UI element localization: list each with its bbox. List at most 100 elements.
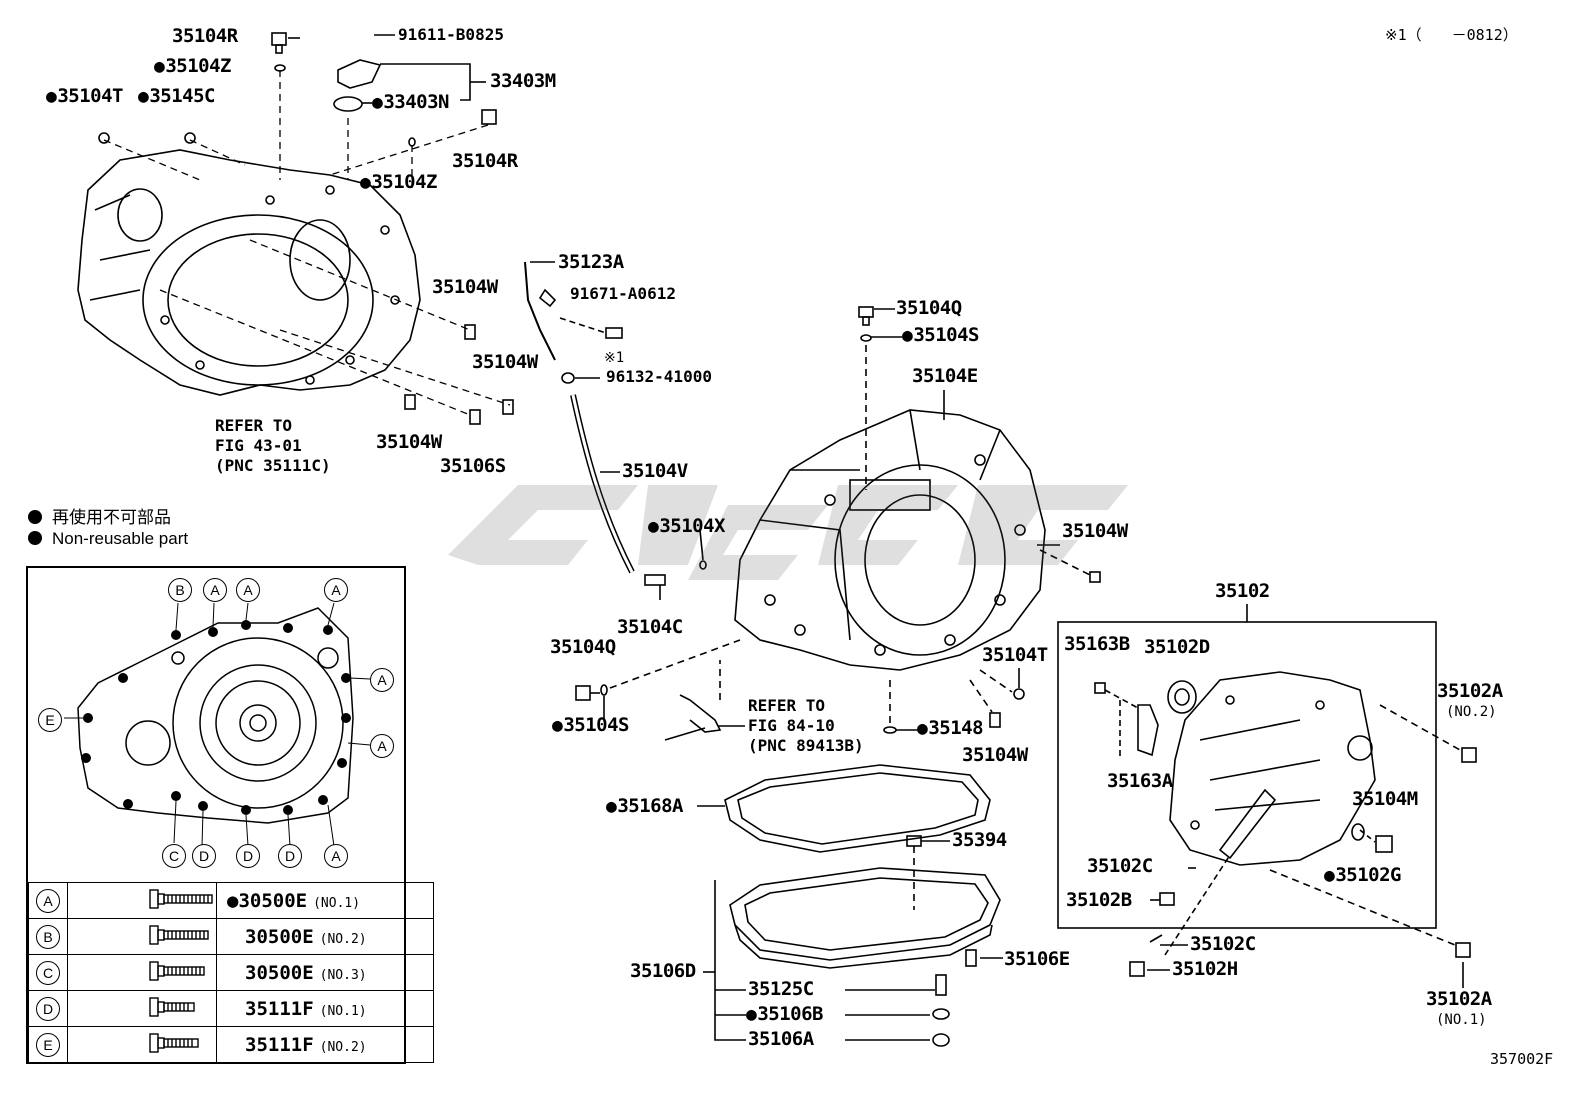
table-row[interactable]: E 35111F(NO.2) bbox=[28, 1026, 434, 1063]
bolt-icon bbox=[149, 996, 195, 1017]
legend-jp-text: 再使用不可部品 bbox=[52, 508, 171, 527]
part-35104X[interactable]: 35104X bbox=[648, 517, 725, 536]
part-33403N[interactable]: 33403N bbox=[372, 93, 449, 112]
part-35104Q-left[interactable]: 35104Q bbox=[550, 636, 616, 658]
part-35104R-top[interactable]: 35104R bbox=[172, 25, 238, 47]
refer-line-1: REFER TO bbox=[748, 696, 826, 715]
table-row[interactable]: B 30500E(NO.2) bbox=[28, 918, 434, 955]
assembly-lines-top bbox=[103, 70, 511, 416]
callout-D-bottom-1: D bbox=[192, 844, 216, 868]
part-35168A[interactable]: 35168A bbox=[606, 797, 683, 816]
part-35104W-e[interactable]: 35104W bbox=[962, 744, 1028, 766]
callout-A-right-1: A bbox=[370, 668, 394, 692]
callout-D-bottom-2: D bbox=[236, 844, 260, 868]
part-35106E[interactable]: 35106E bbox=[1004, 948, 1070, 970]
extension-housing bbox=[1169, 671, 1376, 866]
bolt-key-E: E bbox=[36, 1032, 60, 1057]
figure-id: 357002F bbox=[1490, 1050, 1554, 1068]
bullet-icon bbox=[28, 531, 42, 545]
bolt-part-suffix: (NO.1) bbox=[319, 1003, 367, 1019]
part-35104E[interactable]: 35104E bbox=[912, 365, 978, 387]
bolt-part-suffix: (NO.1) bbox=[313, 895, 361, 911]
part-35102C-b[interactable]: 35102C bbox=[1190, 933, 1256, 955]
part-35104W-c[interactable]: 35104W bbox=[376, 431, 442, 453]
transaxle-case-center bbox=[734, 409, 1046, 671]
refer-line-2: FIG 43-01 bbox=[215, 436, 302, 455]
non-reusable-dot: ● bbox=[227, 889, 239, 912]
part-35123A[interactable]: 35123A bbox=[558, 251, 624, 273]
part-35102H[interactable]: 35102H bbox=[1172, 958, 1238, 980]
table-row[interactable]: A ●30500E(NO.1) bbox=[28, 882, 434, 919]
part-35102A-no1[interactable]: 35102A bbox=[1426, 988, 1492, 1010]
part-35104S-top[interactable]: 35104S bbox=[902, 326, 979, 345]
part-35106B[interactable]: 35106B bbox=[746, 1005, 823, 1024]
bullet-icon bbox=[28, 510, 42, 524]
part-35104T-right[interactable]: 35104T bbox=[982, 644, 1048, 666]
callout-A-top-1: A bbox=[203, 578, 227, 602]
callout-A-right-2: A bbox=[370, 734, 394, 758]
part-35104W-b[interactable]: 35104W bbox=[472, 351, 538, 373]
part-35104T-top[interactable]: 35104T bbox=[46, 87, 123, 106]
part-35106S[interactable]: 35106S bbox=[440, 455, 506, 477]
part-35104W-a[interactable]: 35104W bbox=[432, 276, 498, 298]
part-35145C[interactable]: 35145C bbox=[138, 87, 215, 106]
refer-fig-84[interactable]: REFER TO FIG 84-10 (PNC 89413B) bbox=[748, 696, 864, 756]
part-35104Z-right[interactable]: 35104Z bbox=[360, 173, 437, 192]
table-row[interactable]: D 35111F (NO.1) bbox=[28, 990, 434, 1027]
refer-line-3: (PNC 35111C) bbox=[215, 456, 331, 475]
bolt-part-number: 30500E bbox=[245, 961, 314, 984]
refer-line-3: (PNC 89413B) bbox=[748, 736, 864, 755]
bolt-icon bbox=[149, 888, 213, 909]
callout-E-left: E bbox=[38, 708, 62, 732]
transaxle-housing-top bbox=[77, 149, 421, 396]
part-35102C-a[interactable]: 35102C bbox=[1087, 855, 1153, 877]
part-35102A-no1-suffix: (NO.1) bbox=[1436, 1012, 1487, 1028]
part-35104C[interactable]: 35104C bbox=[617, 616, 683, 638]
callout-A-bottom: A bbox=[324, 844, 348, 868]
inset-housing-drawing bbox=[64, 602, 371, 847]
part-35102[interactable]: 35102 bbox=[1215, 580, 1270, 602]
part-35104S-left[interactable]: 35104S bbox=[552, 716, 629, 735]
part-96132-41000[interactable]: 96132-41000 bbox=[606, 367, 712, 386]
bolt-key-B: B bbox=[36, 924, 60, 949]
part-35102A-no2-suffix: (NO.2) bbox=[1446, 704, 1497, 720]
part-91611-B0825[interactable]: 91611-B0825 bbox=[398, 25, 504, 44]
bolt-key-D: D bbox=[36, 996, 60, 1021]
part-35104Z-top[interactable]: 35104Z bbox=[154, 57, 231, 76]
part-33403M[interactable]: 33403M bbox=[490, 70, 556, 92]
callout-D-bottom-3: D bbox=[278, 844, 302, 868]
part-35106D[interactable]: 35106D bbox=[630, 960, 696, 982]
refer-line-2: FIG 84-10 bbox=[748, 716, 835, 735]
part-35102D[interactable]: 35102D bbox=[1144, 636, 1210, 658]
bolt-table: A ●30500E(NO.1) B 30500E(NO.2) C 30500E(… bbox=[28, 882, 434, 1063]
bolt-part-number: 35111F bbox=[245, 997, 314, 1020]
part-35104V[interactable]: 35104V bbox=[622, 460, 688, 482]
part-35104M[interactable]: 35104M bbox=[1352, 788, 1418, 810]
part-35106A[interactable]: 35106A bbox=[748, 1028, 814, 1050]
part-35163B[interactable]: 35163B bbox=[1064, 633, 1130, 655]
part-35104W-d[interactable]: 35104W bbox=[1062, 520, 1128, 542]
legend-en: Non-reusable part bbox=[28, 529, 188, 549]
part-35102A-no2[interactable]: 35102A bbox=[1437, 680, 1503, 702]
callout-A-top-2: A bbox=[236, 578, 260, 602]
part-35125C[interactable]: 35125C bbox=[748, 978, 814, 1000]
part-91671-A0612[interactable]: 91671-A0612 bbox=[570, 284, 676, 303]
bolt-part-number: 35111F bbox=[245, 1033, 314, 1056]
legend-en-text: Non-reusable part bbox=[52, 529, 189, 548]
callout-C-bottom: C bbox=[162, 844, 186, 868]
bolt-location-inset: B A A A A A E C D D D A bbox=[26, 566, 406, 1064]
refer-line-1: REFER TO bbox=[215, 416, 293, 435]
part-35102G[interactable]: 35102G bbox=[1324, 866, 1401, 885]
part-35104Q-top[interactable]: 35104Q bbox=[896, 297, 962, 319]
part-35104R-right[interactable]: 35104R bbox=[452, 150, 518, 172]
part-35163A[interactable]: 35163A bbox=[1107, 770, 1173, 792]
part-35102B[interactable]: 35102B bbox=[1066, 889, 1132, 911]
bolt-key-C: C bbox=[36, 960, 60, 985]
part-35148[interactable]: 35148 bbox=[917, 719, 983, 738]
oil-pan bbox=[729, 867, 1001, 969]
table-row[interactable]: C 30500E(NO.3) bbox=[28, 954, 434, 991]
refer-fig-43[interactable]: REFER TO FIG 43-01 (PNC 35111C) bbox=[215, 416, 331, 476]
part-35394[interactable]: 35394 bbox=[952, 829, 1007, 851]
bolt-part-number: 30500E bbox=[238, 889, 308, 912]
